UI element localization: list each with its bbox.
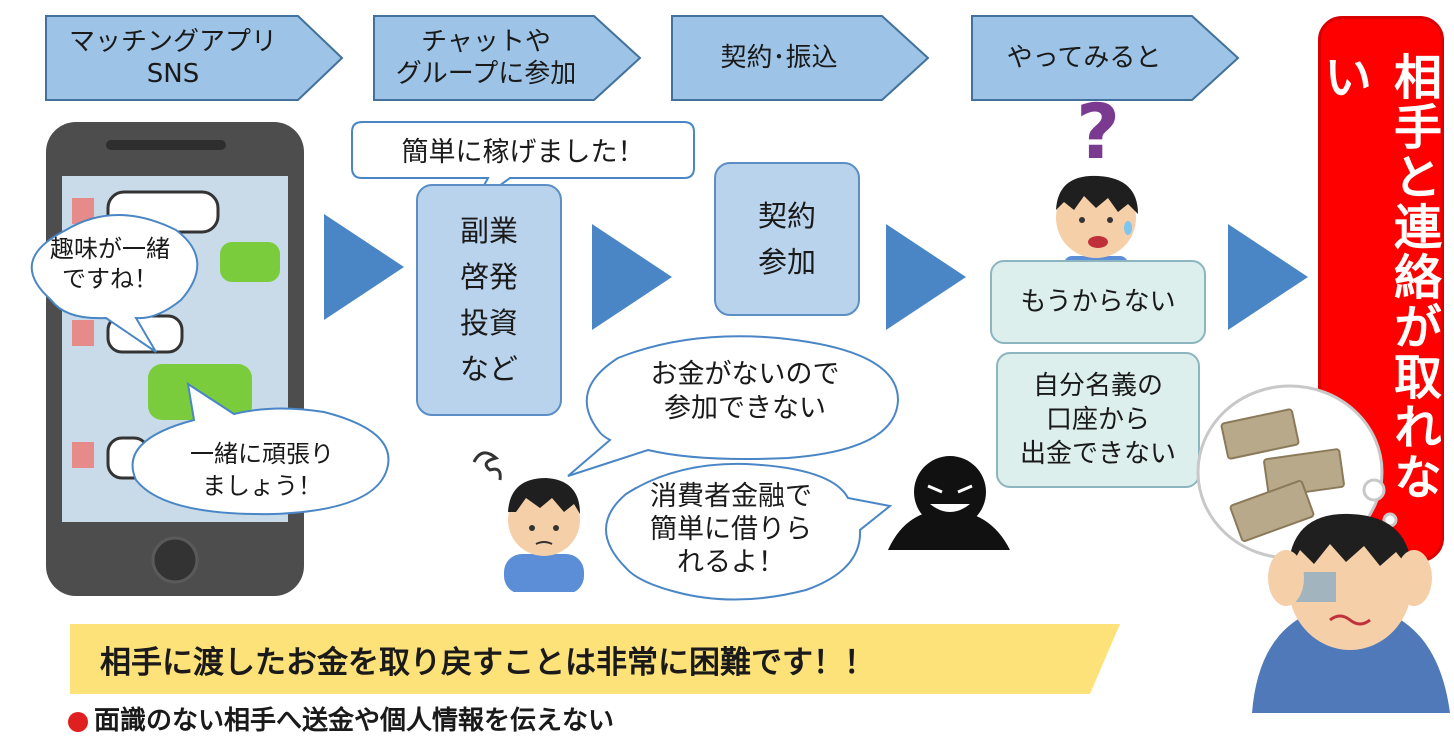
step-1-line-2: SNS — [146, 59, 200, 89]
outcome-no-profit-box: もうからない — [990, 260, 1206, 344]
step-1-line-1: マッチングアプリ — [68, 27, 277, 57]
victim-bubble-line-2: 参加できない — [664, 393, 826, 424]
scammer-bubble-line-3: れるよ！ — [677, 546, 785, 578]
contract-box: 契約 参加 — [714, 162, 860, 316]
bullet-dot-icon — [68, 711, 88, 732]
lure-topics-box: 副業 啓発 投資 など — [416, 184, 562, 416]
result-band-text: 相手と連絡が取れない — [1315, 52, 1441, 502]
contract-line-1: 契約 — [757, 199, 816, 233]
step-chevron-4: やってみると — [970, 14, 1240, 102]
question-mark-icon: ? — [1076, 87, 1121, 176]
phone-bubble-1-text: 趣味が一緒 ですね！ — [20, 224, 200, 304]
footer-note-text: 面識のない相手へ送金や個人情報を伝えない — [94, 706, 615, 736]
distressed-person-icon — [1252, 513, 1450, 713]
flow-arrow-2-icon — [592, 224, 672, 330]
step-chevron-3: 契約･振込 — [670, 14, 930, 102]
lure-topic-4: など — [459, 352, 518, 386]
scammer-bubble-text: 消費者金融で 簡単に借りら れるよ！ — [612, 470, 850, 588]
no-withdraw-line-1: 自分名義の — [1032, 371, 1163, 401]
outcome-no-withdraw-box: 自分名義の 口座から 出金できない — [996, 352, 1200, 488]
scammer-bubble-shape — [605, 462, 893, 601]
phone-bubble-2-text: 一緒に頑張り ましょう！ — [136, 432, 388, 508]
step-chevron-2: チャットや グループに参加 — [372, 14, 642, 102]
scammer-silhouette-icon — [888, 456, 1010, 550]
step-chevron-1: マッチングアプリ SNS — [44, 14, 344, 102]
victim-bubble-line-1: お金がないので — [650, 359, 840, 390]
phone-bubble-1-line-1: 趣味が一緒 — [50, 235, 170, 263]
flow-arrow-4-icon — [1228, 224, 1308, 330]
warning-banner-text: 相手に渡したお金を取り戻すことは非常に困難です！！ — [100, 644, 875, 681]
scammer-bubble-line-1: 消費者金融で — [650, 480, 812, 512]
phone-bubble-1-line-2: ですね！ — [62, 265, 158, 293]
step-2-line-1: チャットや — [421, 27, 551, 57]
flow-arrow-1-icon — [324, 214, 404, 320]
lure-topic-3: 投資 — [459, 306, 518, 340]
flow-arrow-3-icon — [886, 224, 966, 330]
worried-person-icon — [472, 451, 584, 592]
lure-callout-text: 簡単に稼げました！ — [401, 136, 645, 168]
lure-topic-1: 副業 — [459, 214, 518, 248]
victim-bubble-shape — [567, 335, 900, 477]
scammer-bubble-line-2: 簡単に借りら — [650, 513, 812, 545]
smartphone-icon — [46, 122, 304, 596]
lure-topic-2: 啓発 — [459, 260, 518, 294]
warning-banner-bg — [70, 624, 1120, 694]
phone-bubble-2-line-2: ましょう！ — [202, 472, 322, 500]
step-3-line-1: 契約･振込 — [720, 43, 838, 73]
no-withdraw-line-2: 口座から — [1045, 405, 1150, 435]
footer-note: 面識のない相手へ送金や個人情報を伝えない — [68, 700, 614, 737]
step-2-line-2: グループに参加 — [395, 59, 577, 89]
phone-bubble-2-shape — [131, 381, 390, 516]
phone-bubble-2-line-1: 一緒に頑張り — [190, 440, 334, 468]
no-withdraw-line-3: 出金できない — [1019, 439, 1176, 469]
step-4-line-1: やってみると — [1006, 43, 1162, 73]
victim-bubble-text: お金がないので 参加できない — [600, 344, 890, 440]
phone-bubble-1-shape — [30, 214, 199, 353]
contract-line-2: 参加 — [757, 245, 816, 279]
